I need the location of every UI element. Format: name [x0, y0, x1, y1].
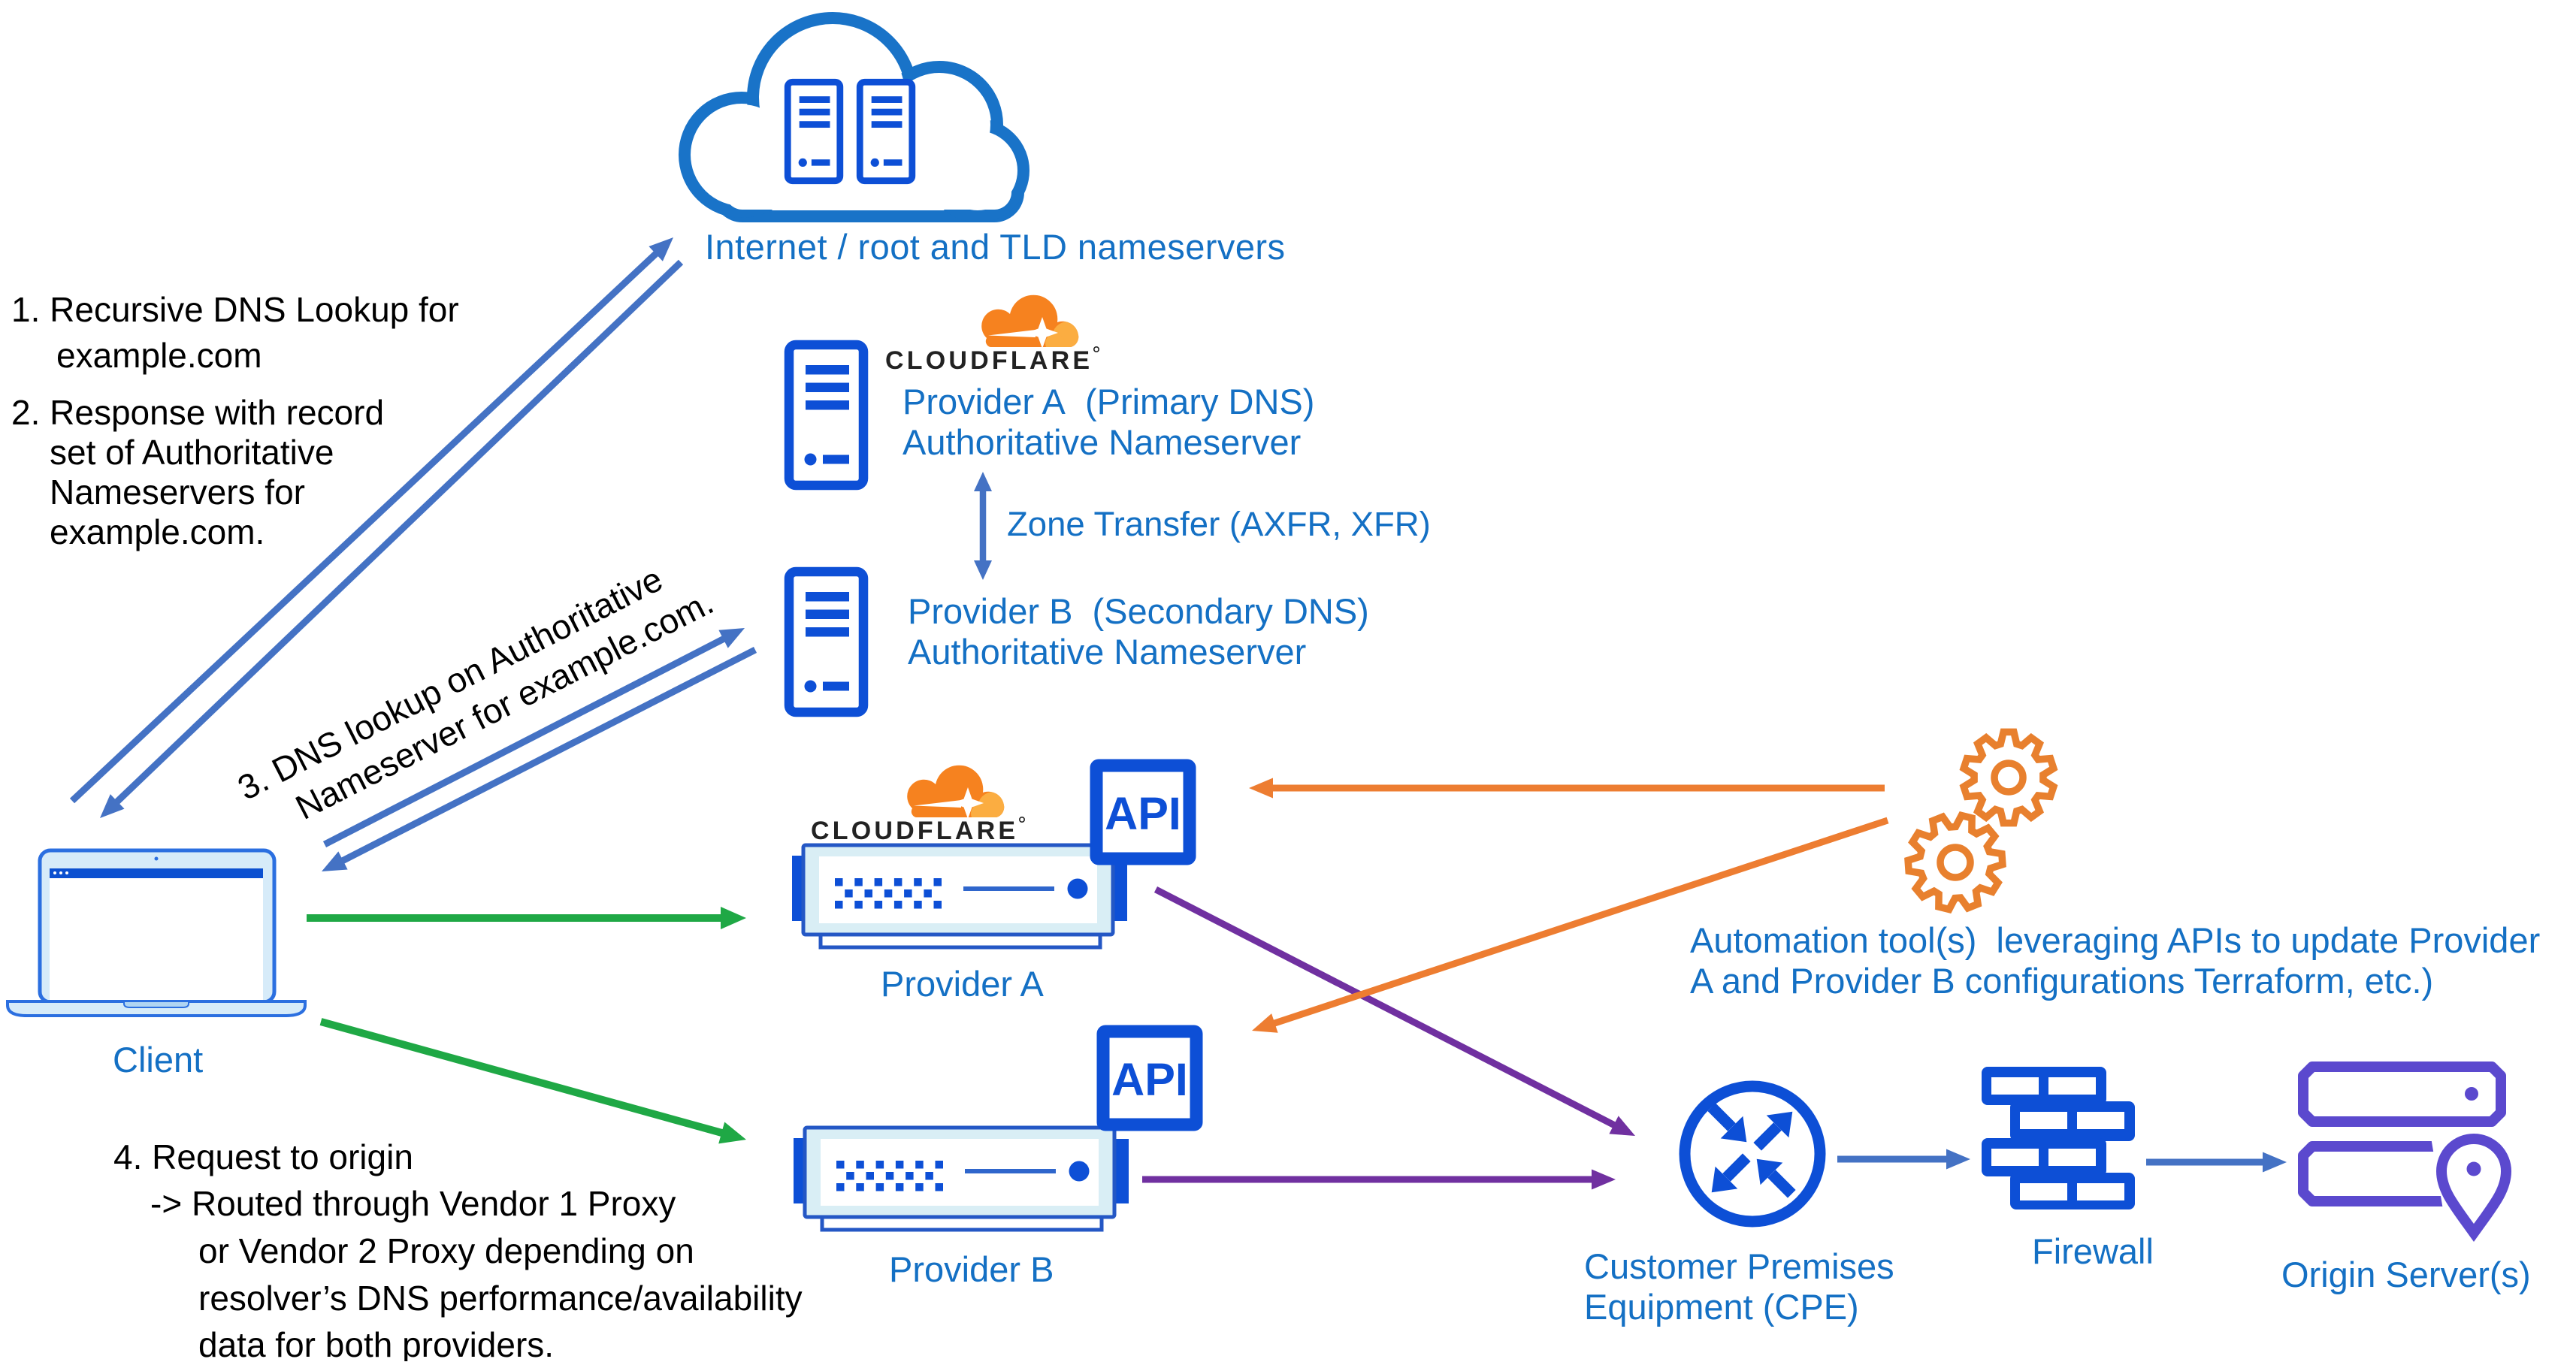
svg-text:Automation tool(s) leveraging: Automation tool(s) leveraging APIs to up…	[1690, 920, 2540, 960]
svg-text:Provider B: Provider B	[889, 1249, 1054, 1289]
svg-text:Client: Client	[113, 1040, 203, 1080]
svg-text:Internet / root and TLD namese: Internet / root and TLD nameservers	[705, 227, 1285, 267]
svg-text:Nameservers for: Nameservers for	[50, 473, 305, 512]
svg-text:Customer Premises: Customer Premises	[1584, 1246, 1894, 1286]
svg-text:API: API	[1111, 1054, 1188, 1105]
svg-text:-> Routed through Vendor 1 Pro: -> Routed through Vendor 1 Proxy	[150, 1184, 676, 1223]
svg-text:Provider B (Secondary DNS): Provider B (Secondary DNS)	[908, 591, 1369, 631]
svg-text:4. Request to origin: 4. Request to origin	[113, 1137, 413, 1176]
svg-text:data for both providers.: data for both providers.	[198, 1325, 554, 1361]
svg-text:Firewall: Firewall	[2032, 1231, 2154, 1271]
svg-text:Authoritative Nameserver: Authoritative Nameserver	[908, 632, 1306, 672]
svg-text:Provider A (Primary DNS): Provider A (Primary DNS)	[903, 382, 1314, 421]
svg-text:API: API	[1105, 788, 1181, 839]
svg-text:set of Authoritative: set of Authoritative	[50, 433, 334, 472]
svg-text:1. Recursive DNS Lookup for: 1. Recursive DNS Lookup for	[11, 290, 459, 329]
svg-text:Equipment (CPE): Equipment (CPE)	[1584, 1287, 1859, 1327]
svg-text:resolver’s DNS performance/ava: resolver’s DNS performance/availability	[198, 1279, 803, 1318]
svg-text:CLOUDFLARE: CLOUDFLARE	[811, 817, 1018, 845]
svg-text:Zone Transfer (AXFR, XFR): Zone Transfer (AXFR, XFR)	[1007, 505, 1431, 543]
svg-text:example.com.: example.com.	[50, 512, 265, 551]
svg-text:A and Provider B configuration: A and Provider B configurations Terrafor…	[1690, 961, 2433, 1001]
svg-text:Provider A: Provider A	[881, 964, 1044, 1004]
svg-text:2. Response with record: 2. Response with record	[11, 393, 384, 432]
svg-text:CLOUDFLARE: CLOUDFLARE	[885, 346, 1093, 375]
svg-text:or Vendor 2 Proxy depending on: or Vendor 2 Proxy depending on	[198, 1231, 694, 1270]
svg-text:example.com: example.com	[56, 336, 262, 375]
svg-text:Authoritative Nameserver: Authoritative Nameserver	[903, 422, 1301, 462]
svg-text:Origin Server(s): Origin Server(s)	[2281, 1255, 2531, 1294]
